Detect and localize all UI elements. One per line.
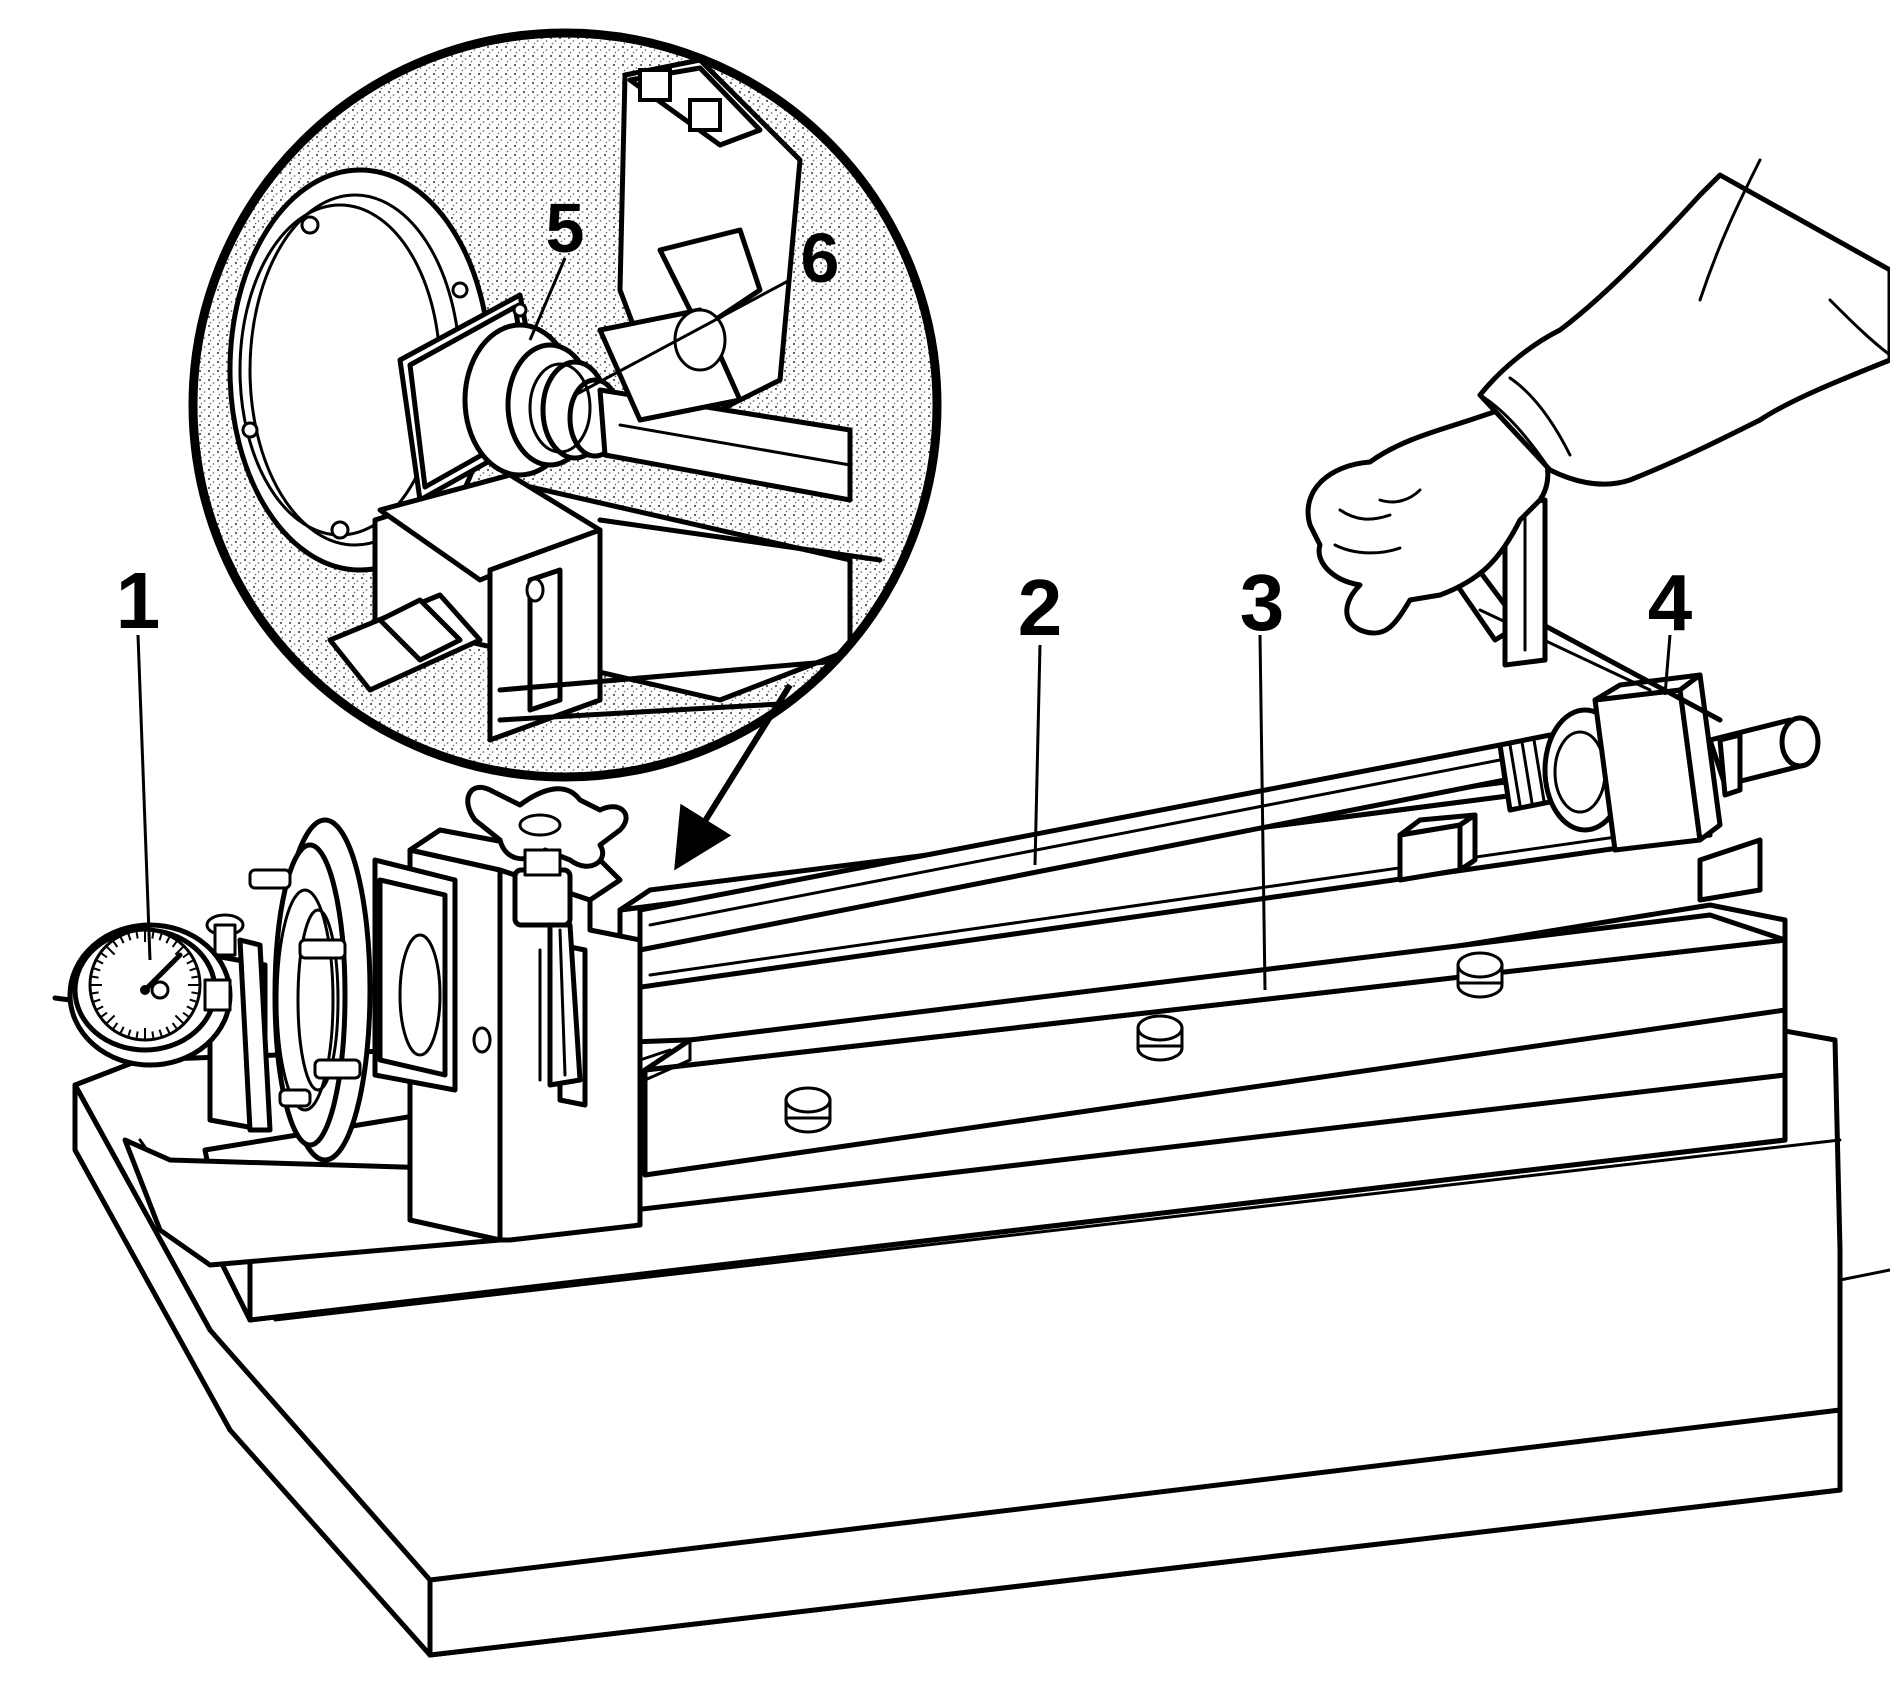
dial-tick [95, 1005, 104, 1011]
dial-tick [135, 930, 139, 939]
magnified-inset [188, 28, 942, 782]
dial-tick [171, 1022, 179, 1031]
callout-5: 5 [546, 189, 585, 267]
dial-tick [186, 1005, 195, 1011]
leader-line-5 [528, 257, 567, 341]
dial-tick [186, 959, 195, 965]
dial-tick [92, 967, 101, 972]
leader-line-3 [1258, 634, 1267, 991]
dial-tick [99, 951, 108, 959]
dial-tick [90, 991, 99, 995]
dial-tick [174, 945, 185, 956]
dial-tick [127, 1029, 132, 1038]
dial-tick [151, 930, 155, 939]
dial-tick [182, 1011, 191, 1019]
dial-tick [105, 1014, 116, 1025]
dial-tick [135, 1031, 139, 1040]
leader-line-2 [1033, 644, 1042, 866]
hand-icon [1305, 158, 1890, 636]
dial-tick [182, 951, 191, 959]
inset-arrow [674, 683, 793, 871]
dial-tick [165, 1026, 171, 1035]
dial-tick [105, 945, 116, 956]
torque-wrench-handle[interactable] [1417, 497, 1821, 798]
callout-4: 4 [1648, 558, 1693, 647]
dial-tick [158, 932, 163, 941]
star-knob-icon[interactable] [465, 784, 629, 1088]
dial-tick [95, 959, 104, 965]
dial-tick [92, 998, 101, 1003]
dial-tick [191, 991, 200, 995]
dial-tick [119, 935, 125, 944]
dial-tick [127, 932, 132, 941]
callout-3: 3 [1240, 558, 1285, 647]
dial-tick [189, 967, 198, 972]
dial-tick [99, 1011, 108, 1019]
dial-tick [111, 1022, 119, 1031]
rail-bolt [1456, 951, 1504, 999]
dial-tick [171, 939, 179, 948]
dial-tick [189, 998, 198, 1003]
leader-line-1 [136, 634, 152, 961]
dial-tick [191, 975, 200, 979]
leader-line-6 [574, 278, 791, 397]
dial-tick [90, 975, 99, 979]
rail-bolt [784, 1086, 832, 1134]
torque-head [1542, 672, 1763, 903]
leader-line-4 [1663, 634, 1672, 696]
dial-tick [174, 1014, 185, 1025]
callout-6: 6 [801, 219, 840, 297]
callout-1: 1 [116, 556, 161, 645]
dial-tick [165, 935, 171, 944]
dial-tick [158, 1029, 163, 1038]
rail-bolt [1136, 1014, 1184, 1062]
dial-tick [119, 1026, 125, 1035]
dial-tick [111, 939, 119, 948]
dial-indicator-icon [52, 922, 233, 1068]
dial-tick [151, 1031, 155, 1040]
callout-2: 2 [1018, 563, 1063, 652]
